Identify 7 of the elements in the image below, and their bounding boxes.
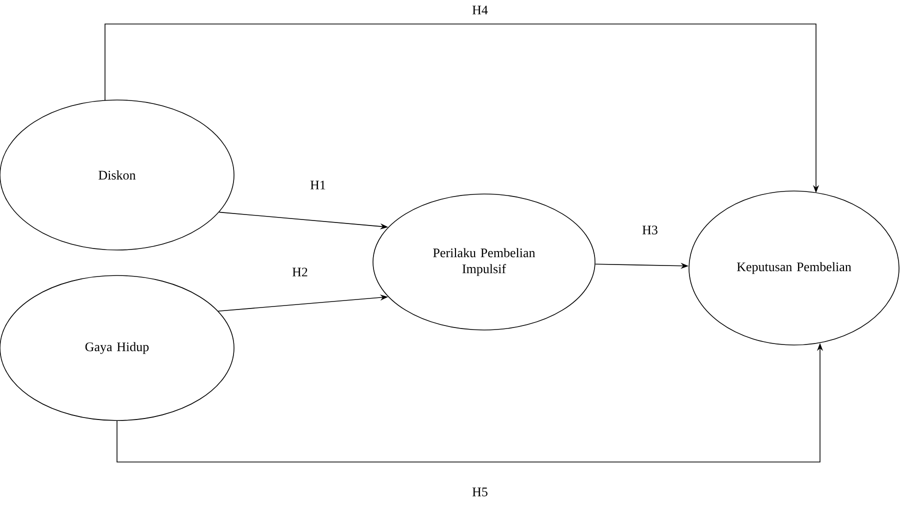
edge-label: H3 (641, 224, 659, 236)
edge-label: H1 (309, 180, 327, 190)
edge-label: H2 (291, 266, 309, 278)
ellipse-node: Keputusan Pembelian (688, 190, 900, 346)
edge-label: H5 (471, 486, 489, 498)
ellipse-node: Perilaku Pembelian Impulsif (372, 194, 596, 330)
edge-label: H4 (471, 4, 489, 16)
